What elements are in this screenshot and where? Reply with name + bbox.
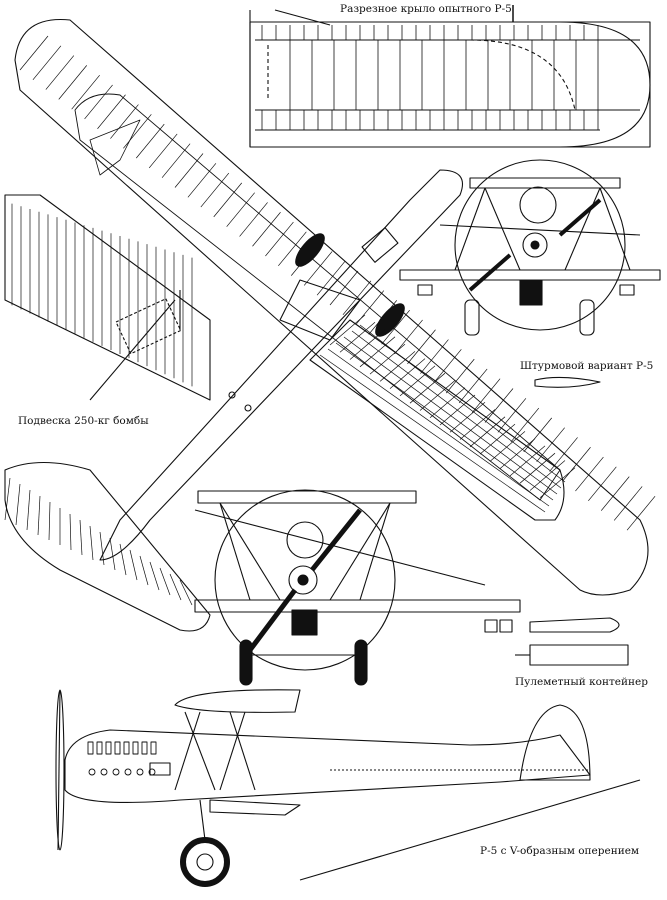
attack-variant-caption: Штурмовой вариант Р-5 [520,360,654,372]
lattice-wing-section [309,314,576,521]
side-view [55,689,641,887]
top-view-fuselage [99,169,464,561]
mg-container-drawing [484,617,629,666]
v-tail-caption: Р-5 с V-образным оперением [480,845,640,857]
tail-top-view [4,461,211,632]
cutaway-wing-drawing [249,9,651,148]
front-view [194,489,521,686]
top-view-wing [14,18,656,596]
mg-container-caption: Пулеметный контейнер [515,676,648,688]
attack-variant-front-view [399,159,661,388]
bomb-mount-caption: Подвеска 250-кг бомбы [18,415,149,427]
bomb-mount-wing [4,194,211,401]
cutaway-wing-caption: Разрезное крыло опытного Р-5 [340,3,512,15]
